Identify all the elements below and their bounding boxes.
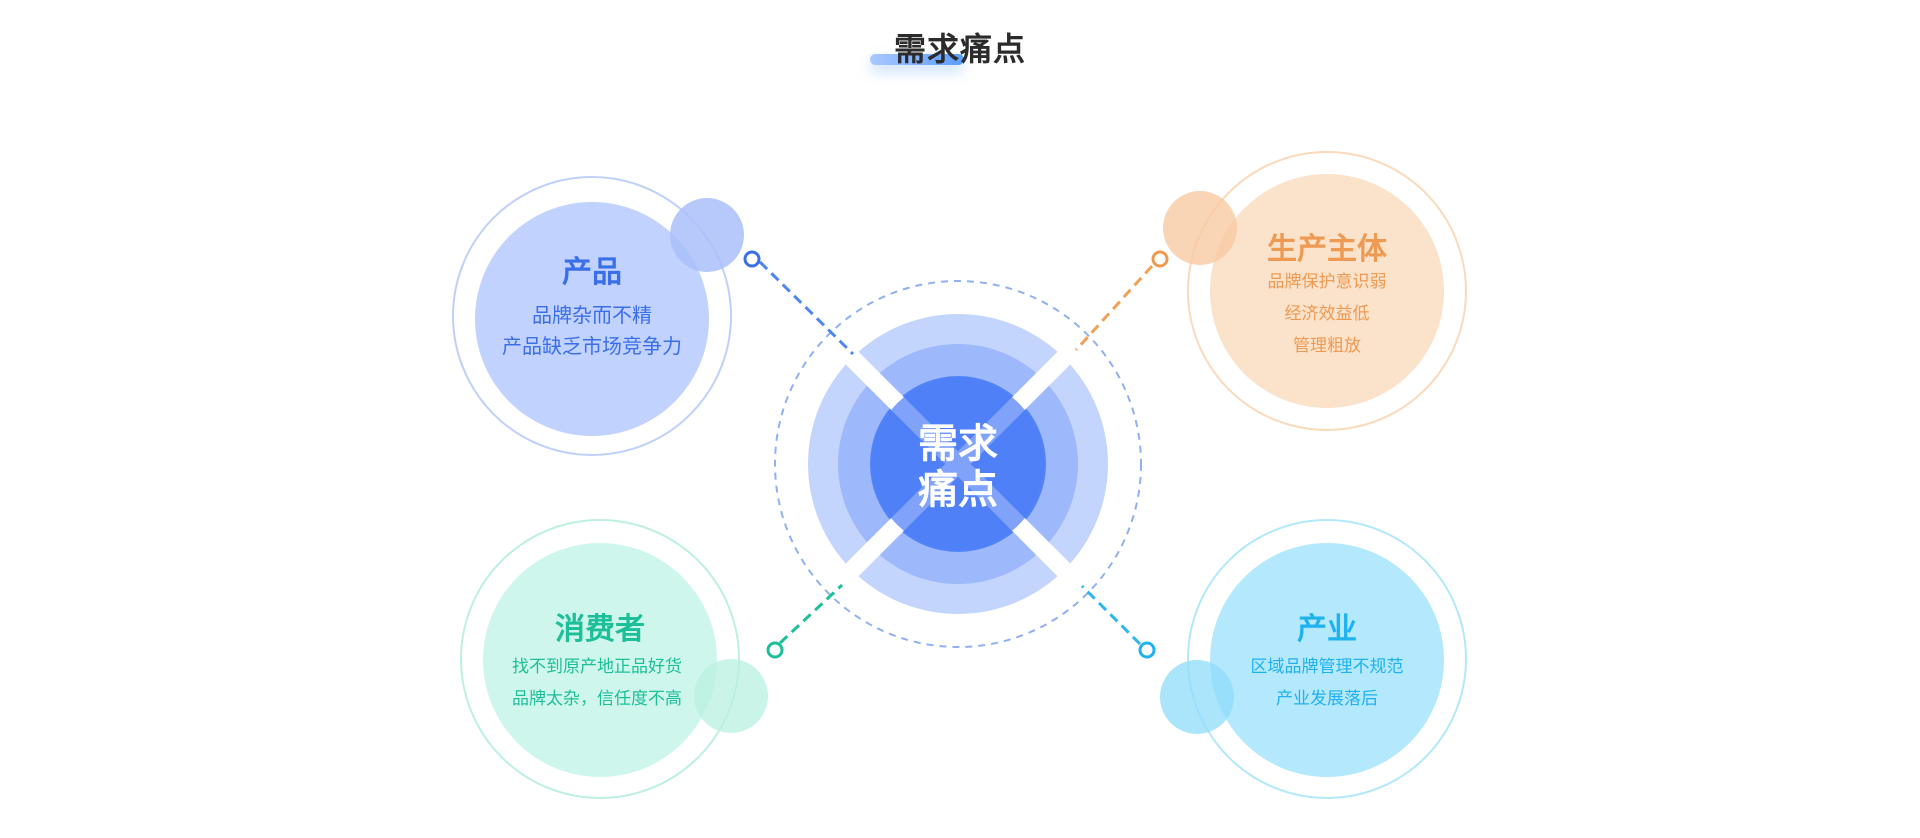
center-dashed-ring xyxy=(774,280,1142,648)
connector-product xyxy=(743,250,855,356)
node-consumer: 消费者 找不到原产地正品好货 品牌太杂，信任度不高 xyxy=(460,519,768,799)
node-industry-ring xyxy=(1187,519,1467,799)
node-product-disc xyxy=(475,202,709,436)
node-consumer-line-1: 找不到原产地正品好货 xyxy=(512,657,682,677)
center-label-line1: 需求 xyxy=(918,421,998,467)
node-industry-disc xyxy=(1210,543,1444,777)
node-product-title: 产品 xyxy=(562,255,622,290)
node-producer-ring xyxy=(1187,151,1467,431)
connector-product-dot xyxy=(743,250,761,268)
node-producer-disc xyxy=(1210,174,1444,408)
page-title: 需求痛点 xyxy=(893,30,1026,68)
node-industry-line-2: 产业发展落后 xyxy=(1276,689,1378,709)
connector-consumer-line xyxy=(778,583,844,645)
node-product: 产品 品牌杂而不精 产品缺乏市场竞争力 xyxy=(452,176,744,456)
center-petals xyxy=(808,314,1108,614)
node-consumer-disc xyxy=(483,543,717,777)
connector-industry xyxy=(1080,584,1156,659)
node-consumer-bubble xyxy=(694,659,768,733)
center-hub: 需求 痛点 xyxy=(774,280,1142,648)
node-producer-line-2: 经济效益低 xyxy=(1285,304,1370,324)
center-core xyxy=(872,378,1044,550)
node-producer-title: 生产主体 xyxy=(1267,232,1388,267)
node-consumer-ring xyxy=(460,519,740,799)
node-producer-line-1: 品牌保护意识弱 xyxy=(1268,272,1387,292)
connector-producer-dot xyxy=(1151,250,1169,268)
node-consumer-line-2: 品牌太杂，信任度不高 xyxy=(512,689,682,709)
center-label-line2: 痛点 xyxy=(918,467,998,513)
connector-industry-line xyxy=(1080,584,1142,646)
connector-producer-line xyxy=(1074,264,1154,352)
node-product-bubble xyxy=(670,198,744,272)
connector-consumer-dot xyxy=(766,641,784,659)
node-industry: 产业 区域品牌管理不规范 产业发展落后 xyxy=(1160,519,1467,799)
node-product-line-2: 产品缺乏市场竞争力 xyxy=(502,334,682,358)
connector-consumer xyxy=(766,583,844,659)
connector-product-line xyxy=(758,260,855,356)
node-industry-bubble xyxy=(1160,660,1234,734)
connector-industry-dot xyxy=(1138,641,1156,659)
title-underline xyxy=(870,54,964,65)
node-product-line-1: 品牌杂而不精 xyxy=(532,303,652,327)
node-product-ring xyxy=(452,176,732,456)
node-consumer-title: 消费者 xyxy=(555,612,645,647)
node-producer: 生产主体 品牌保护意识弱 经济效益低 管理粗放 xyxy=(1163,151,1467,431)
node-industry-title: 产业 xyxy=(1297,612,1357,647)
node-industry-line-1: 区域品牌管理不规范 xyxy=(1251,657,1404,677)
node-producer-bubble xyxy=(1163,191,1237,265)
connector-producer xyxy=(1074,250,1169,352)
node-producer-line-3: 管理粗放 xyxy=(1293,336,1361,356)
